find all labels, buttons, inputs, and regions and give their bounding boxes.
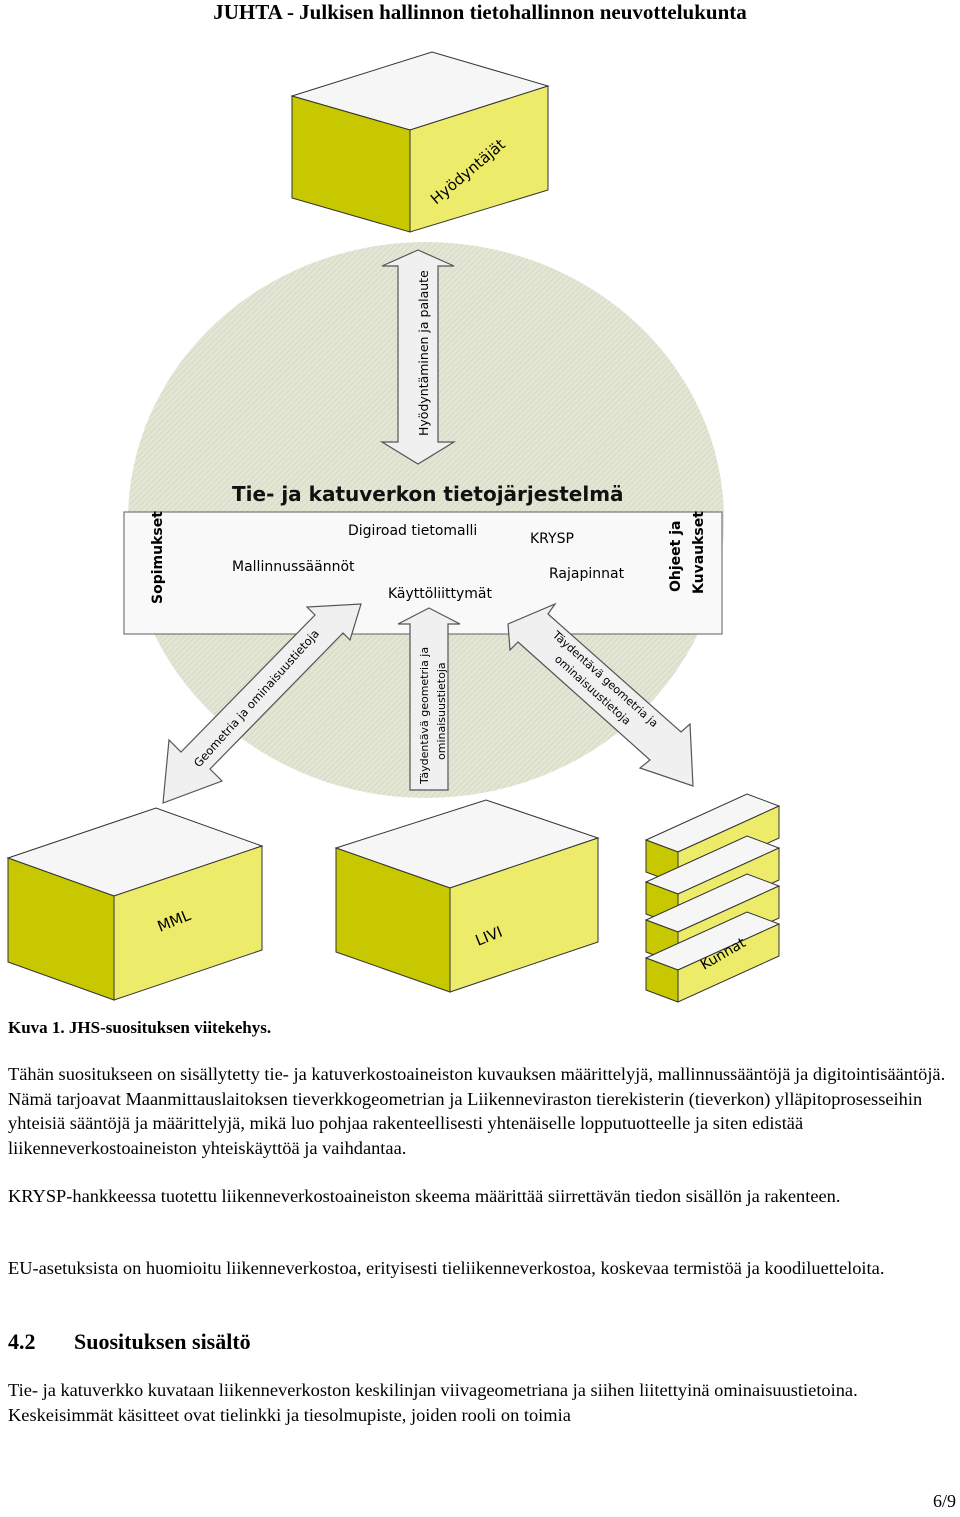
item-kayttoliittymat: Käyttöliittymät <box>388 586 492 602</box>
arrow-taydentava-middle: Täydentävä geometria ja ominaisuustietoj… <box>397 607 461 791</box>
box-livi: LIVI <box>334 799 600 993</box>
label-kuvaukset: Kuvaukset <box>691 511 707 594</box>
framework-diagram: Hyödyntäjät Hyödyntäminen ja palaute Tie… <box>6 51 781 1003</box>
section-heading: 4.2 Suosituksen sisältö <box>8 1327 251 1357</box>
paragraph-2: KRYSP-hankkeessa tuotettu liikenneverkos… <box>8 1186 841 1206</box>
box-mml: MML <box>6 807 264 1001</box>
label-sopimukset: Sopimukset <box>150 511 166 604</box>
box-kunnat: Kunnat <box>644 793 781 1003</box>
paragraph-3: EU-asetuksista on huomioitu liikenneverk… <box>8 1258 885 1278</box>
arrow-hyodyntaminen-label: Hyödyntäminen ja palaute <box>416 270 431 436</box>
arrow-middle-label-1: Täydentävä geometria ja <box>418 647 431 785</box>
section-number: 4.2 <box>8 1329 36 1354</box>
paragraph-1: Tähän suositukseen on sisällytetty tie- … <box>8 1064 946 1158</box>
item-digiroad: Digiroad tietomalli <box>348 523 477 539</box>
arrow-hyodyntaminen: Hyödyntäminen ja palaute <box>379 249 457 465</box>
document-header: JUHTA - Julkisen hallinnon tietohallinno… <box>213 0 747 24</box>
arrow-middle-label-2: ominaisuustietoja <box>435 662 448 760</box>
page-number: 6/9 <box>932 1491 956 1511</box>
item-rajapinnat: Rajapinnat <box>549 566 625 582</box>
box-hyodyntajat: Hyödyntäjät <box>290 51 550 233</box>
figure-caption: Kuva 1. JHS-suosituksen viitekehys. <box>8 1018 272 1037</box>
section-title: Suosituksen sisältö <box>74 1329 251 1354</box>
paragraph-4: Tie- ja katuverkko kuvataan liikenneverk… <box>8 1380 858 1425</box>
label-ohjeet-ja: Ohjeet ja <box>668 521 684 592</box>
item-krysp: KRYSP <box>530 531 574 547</box>
system-title: Tie- ja katuverkon tietojärjestelmä <box>232 482 624 506</box>
item-mallinnus: Mallinnussäännöt <box>232 559 355 575</box>
